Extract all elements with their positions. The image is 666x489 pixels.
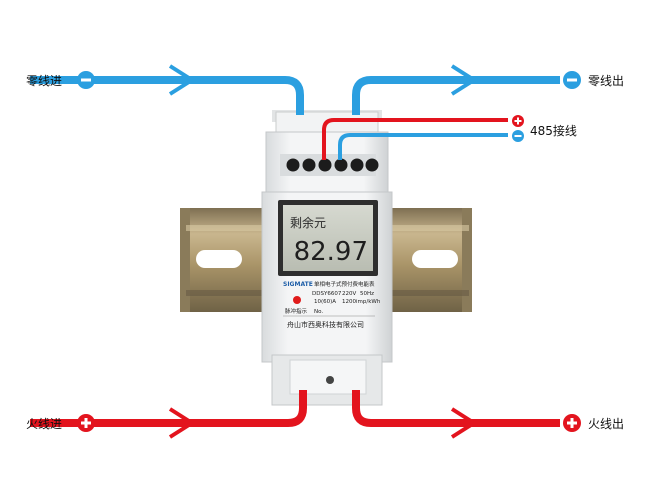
rated-voltage: 220V bbox=[342, 291, 356, 297]
rail-slot-right bbox=[412, 250, 458, 268]
product-name: 单相电子式预付费电能表 bbox=[314, 280, 375, 288]
lcd-display bbox=[283, 205, 373, 271]
terminal-screw bbox=[318, 158, 332, 172]
minus-icon bbox=[512, 130, 524, 142]
live-wires bbox=[30, 118, 560, 439]
live-in-wire bbox=[30, 390, 307, 427]
neutral-in-label: 零线进 bbox=[26, 74, 63, 88]
rs485-b-wire bbox=[338, 133, 508, 160]
lcd-value: 82.97 bbox=[294, 237, 368, 267]
plus-icon bbox=[563, 414, 581, 432]
meter-constant: 1200imp/kWh bbox=[342, 299, 381, 305]
arrow-icon bbox=[168, 64, 196, 96]
lcd-label: 剩余元 bbox=[290, 215, 326, 230]
manufacturer: 舟山市西奥科技有限公司 bbox=[287, 320, 364, 329]
rated-current: 10(60)A bbox=[314, 299, 336, 305]
live-in-label: 火线进 bbox=[26, 417, 63, 431]
terminal-screw bbox=[302, 158, 316, 172]
minus-icon bbox=[77, 71, 95, 89]
neutral-in-wire bbox=[30, 76, 304, 115]
live-out-label: 火线出 bbox=[588, 417, 625, 431]
terminal-screw bbox=[350, 158, 364, 172]
terminal-block bbox=[280, 154, 379, 176]
minus-icon bbox=[563, 71, 581, 89]
terminal-screw bbox=[334, 158, 348, 172]
brand-logo: SIGMATE bbox=[283, 281, 313, 288]
pulse-indicator-led bbox=[293, 296, 301, 304]
plus-icon bbox=[77, 414, 95, 432]
arrow-icon bbox=[450, 64, 478, 96]
serial-number-label: No. bbox=[314, 309, 323, 315]
arrow-icon bbox=[450, 407, 478, 439]
arrow-icon bbox=[168, 407, 196, 439]
rs485-label: 485接线 bbox=[530, 124, 577, 138]
rated-frequency: 50Hz bbox=[360, 291, 374, 297]
live-out-wire bbox=[352, 390, 560, 427]
seal-screw bbox=[326, 376, 334, 384]
neutral-wires bbox=[30, 64, 560, 160]
pulse-indicator-label: 脉冲指示 bbox=[285, 307, 308, 315]
rs485-a-wire bbox=[322, 118, 508, 160]
terminal-screw bbox=[365, 158, 379, 172]
model-number: DDSY6607 bbox=[312, 291, 342, 297]
plus-icon bbox=[512, 115, 524, 127]
neutral-out-wire bbox=[352, 76, 560, 115]
rail-slot-left bbox=[196, 250, 242, 268]
energy-meter: 剩余元 82.97 SIGMATE 单相电子式预付费电能表 DDSY6607 2… bbox=[261, 110, 393, 406]
terminal-screw bbox=[286, 158, 300, 172]
neutral-out-label: 零线出 bbox=[588, 74, 625, 88]
